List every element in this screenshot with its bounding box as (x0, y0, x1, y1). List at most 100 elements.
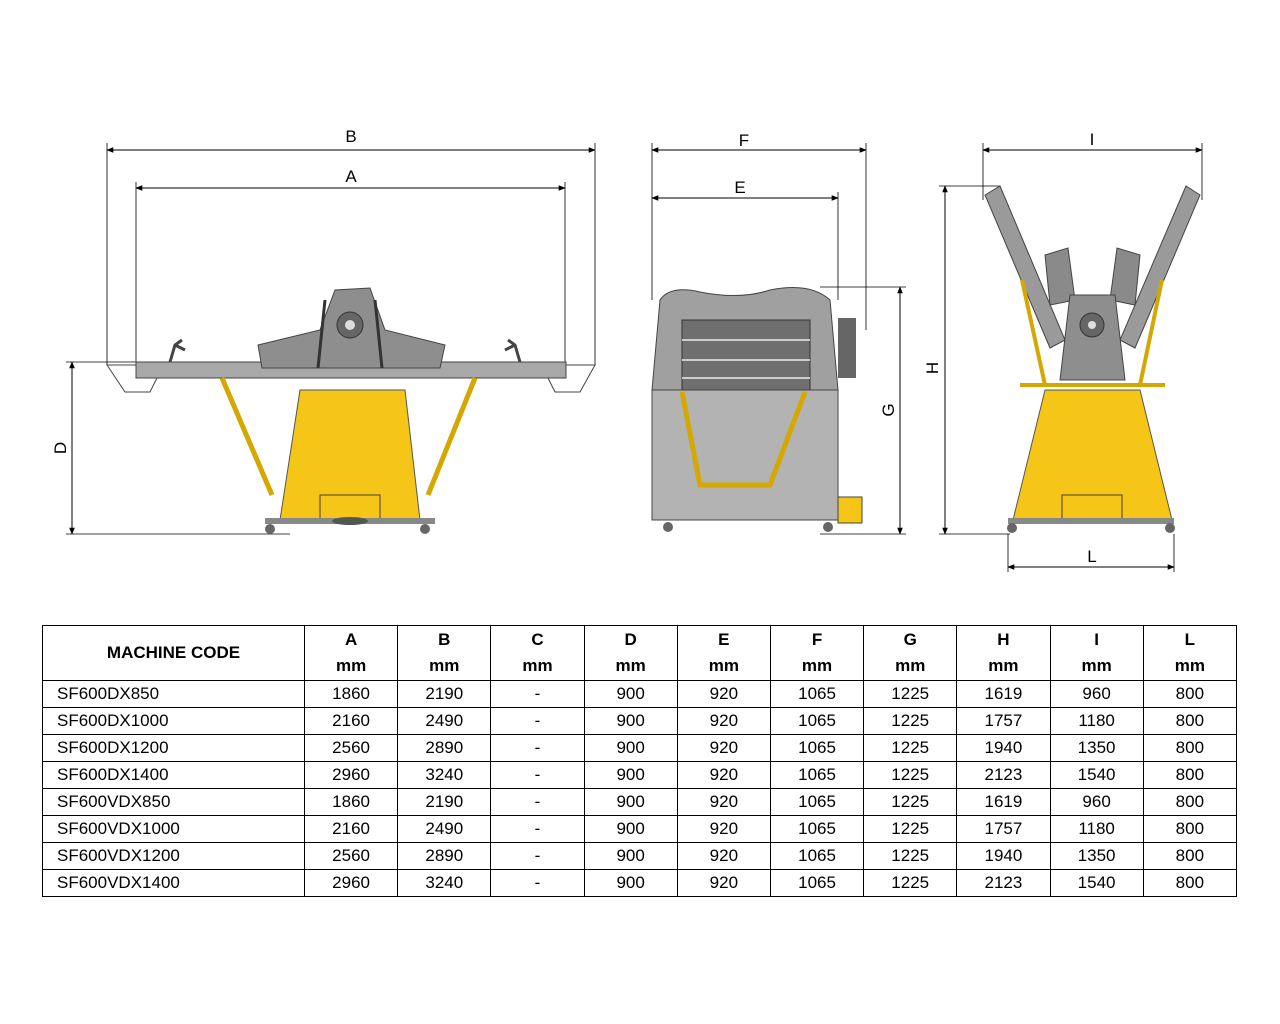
column-header-machine-code: MACHINE CODE (42, 625, 305, 681)
column-letter: A (344, 630, 358, 649)
dimension-cell: 1180 (1049, 815, 1144, 843)
column-letter: B (438, 630, 451, 649)
dimension-cell: 900 (583, 734, 678, 762)
dimension-cell: 2123 (956, 869, 1051, 897)
dimension-cell: - (490, 842, 585, 870)
dimension-cell: 1225 (863, 761, 958, 789)
dim-label-E: E (734, 178, 745, 197)
dimension-cell: 1757 (956, 815, 1051, 843)
column-letter: H (997, 630, 1010, 649)
dimension-cell: 1225 (863, 680, 958, 708)
dimension-cell: 1065 (769, 761, 865, 789)
dim-label-I: I (1090, 130, 1095, 149)
dimension-cell: 1225 (863, 734, 958, 762)
dim-label-L: L (1087, 547, 1096, 566)
machine-code-cell: SF600DX1000 (42, 707, 305, 735)
dimension-cell: 1540 (1049, 869, 1144, 897)
column-letter: F (811, 630, 823, 649)
column-unit: mm (988, 656, 1019, 675)
front-view-drawing: B A D (51, 127, 596, 535)
dimension-cell: 2890 (397, 842, 492, 870)
dimension-cell: 900 (583, 788, 678, 816)
dimension-cell: - (490, 869, 585, 897)
column-unit: mm (801, 656, 833, 675)
dimension-cell: 1860 (303, 680, 399, 708)
machine-code-cell: SF600DX850 (42, 680, 305, 708)
dimension-cell: 800 (1142, 815, 1238, 843)
dimension-cell: - (490, 734, 585, 762)
dimension-cell: 800 (1142, 707, 1238, 735)
dimension-cell: 800 (1142, 761, 1238, 789)
dimension-cell: 2160 (303, 815, 399, 843)
machine-code-cell: SF600DX1400 (42, 761, 305, 789)
dimension-cell: 960 (1049, 680, 1144, 708)
dimension-cell: 1350 (1049, 842, 1144, 870)
dimension-cell: 2490 (397, 815, 492, 843)
dimension-cell: 900 (583, 680, 678, 708)
dimension-cell: 1619 (956, 788, 1051, 816)
dimension-cell: 920 (676, 869, 771, 897)
dimension-cell: 920 (676, 680, 771, 708)
dimension-cell: 3240 (397, 761, 492, 789)
column-unit: mm (522, 656, 553, 675)
dimension-cell: 3240 (397, 869, 492, 897)
dimension-cell: 1350 (1049, 734, 1144, 762)
dimension-cell: 960 (1049, 788, 1144, 816)
dimension-cell: - (490, 707, 585, 735)
dimension-cell: - (490, 761, 585, 789)
dimension-cell: 2190 (397, 680, 492, 708)
dimension-cell: 2190 (397, 788, 492, 816)
column-letter: G (903, 630, 917, 649)
dimension-cell: 800 (1142, 869, 1238, 897)
dim-label-A: A (345, 167, 357, 186)
dimension-cell: 1940 (956, 842, 1051, 870)
dimension-cell: 920 (676, 707, 771, 735)
column-letter: E (718, 630, 730, 649)
dimension-cell: 2960 (303, 869, 399, 897)
dim-label-F: F (739, 131, 749, 150)
dimension-cell: 800 (1142, 842, 1238, 870)
dimension-cell: 2890 (397, 734, 492, 762)
column-letter: L (1184, 630, 1196, 649)
machine-code-cell: SF600VDX1200 (42, 842, 305, 870)
dimension-drawings: B A D F (51, 127, 1203, 572)
dimension-cell: 1540 (1049, 761, 1144, 789)
dimension-cell: 900 (583, 761, 678, 789)
dimension-cell: - (490, 680, 585, 708)
dimension-cell: 1225 (863, 842, 958, 870)
column-unit: mm (615, 656, 646, 675)
dimension-cell: 1065 (769, 869, 865, 897)
dimension-cell: 1065 (769, 788, 865, 816)
dimension-cell: 1940 (956, 734, 1051, 762)
dimension-cell: 1225 (863, 869, 958, 897)
dimension-cell: 1180 (1049, 707, 1144, 735)
column-unit: mm (1174, 656, 1205, 675)
dimension-cell: - (490, 815, 585, 843)
dimension-cell: 2123 (956, 761, 1051, 789)
dimension-cell: 920 (676, 761, 771, 789)
dimension-cell: 2560 (303, 842, 399, 870)
column-unit: mm (895, 656, 926, 675)
dimension-cell: 920 (676, 788, 771, 816)
dimension-cell: 900 (583, 869, 678, 897)
dimension-cell: 1065 (769, 680, 865, 708)
machine-code-cell: SF600VDX1400 (42, 869, 305, 897)
end-view-drawing: I H L (923, 130, 1203, 572)
